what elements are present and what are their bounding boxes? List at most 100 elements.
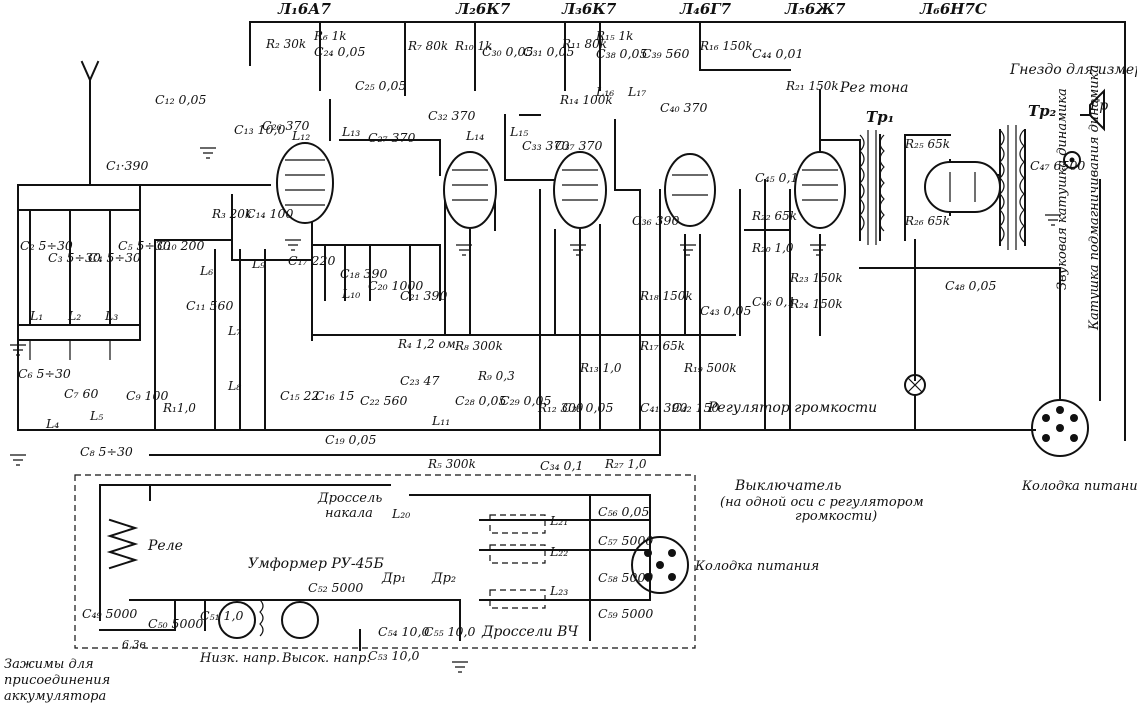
voice-coil-label: Звуковая катушка динамика: [1055, 88, 1070, 290]
transformer-labels: Тр₁ Тр₂: [866, 102, 1057, 126]
resistor-label: R₁₀ 1k: [454, 39, 492, 53]
capacitor-label: C₅₄ 10,0: [378, 624, 429, 639]
dr1-label: Др₁: [381, 571, 406, 586]
capacitor-label: C₃₃ 370: [522, 138, 569, 153]
dr2-label: Др₂: [431, 571, 456, 586]
capacitor-label: C₃₆ 390: [632, 213, 679, 228]
transformers: [859, 125, 1025, 250]
tube-l1: [276, 142, 334, 224]
tube-labels: Л₁6А7 Л₂6К7 Л₃6К7 Л₄6Г7 Л₅6Ж7 Л₆6Н7С: [277, 0, 987, 18]
inductor-label: L₁₀: [341, 286, 360, 301]
inductor-label: L₆: [199, 263, 213, 278]
capacitor-label: C₄₅ 0,1: [755, 170, 798, 185]
resistor-label: R₁₃ 1,0: [579, 361, 622, 375]
capacitor-label: C₅₇ 5000: [598, 533, 653, 548]
capacitor-labels: C₁·390 C₂ 5÷30 C₃ 5÷30 C₄ 5÷30 C₅ 5÷30 C…: [18, 44, 1085, 663]
tube-l2: [443, 151, 497, 229]
capacitor-label: C₁₆ 15: [315, 388, 355, 403]
capacitor-label: C₄₄ 0,01: [752, 46, 803, 61]
transformer-label-tr1: Тр₁: [866, 108, 894, 126]
tubes: [276, 142, 1001, 229]
capacitor-label: C₂₂ 560: [360, 393, 407, 408]
capacitor-label: C₉ 100: [126, 388, 168, 403]
relay-icon: [106, 518, 139, 570]
capacitor-label: C₂ 5÷30: [20, 238, 73, 253]
battery-label-3: аккумулятора: [4, 689, 106, 704]
inductor-label: L₈: [227, 378, 241, 393]
power-socket-main-icon: [1031, 399, 1089, 457]
capacitor-label: C₅₉ 5000: [598, 606, 653, 621]
antenna-icon: [80, 60, 100, 186]
resistor-label: R₁₅ 1k: [595, 29, 633, 43]
inductor-label: L₅: [89, 408, 103, 423]
inductor-label: L₃: [104, 308, 118, 323]
resistor-label: R₂₇ 1,0: [604, 457, 647, 471]
ground-symbols: [10, 147, 1061, 673]
vibrator-label: Умформер РУ-45Б: [248, 556, 384, 572]
capacitor-label: C₂₈ 0,05: [455, 393, 506, 408]
resistor-label: R₂₆ 65k: [904, 214, 950, 228]
capacitor-label: C₄₃ 0,05: [700, 303, 751, 318]
resistor-label: R₅ 300k: [427, 457, 476, 471]
capacitor-label: C₅₂ 5000: [308, 580, 363, 595]
vibrator-icon: [218, 599, 319, 639]
capacitor-label: C₂₇ 370: [368, 130, 415, 145]
capacitor-label: C₃ 5÷30: [48, 250, 101, 265]
resistor-label: R₂₂ 65k: [751, 209, 797, 223]
inductor-label: L₁₂: [291, 128, 310, 143]
resistor-label: R₉ 0,3: [477, 369, 515, 383]
resistor-label: R₁₇ 65k: [639, 339, 685, 353]
capacitor-label: C₂₀ 1000: [368, 278, 423, 293]
inductor-label: L₁₃: [341, 124, 360, 139]
filament-choke-label-1: Дроссель: [317, 491, 382, 506]
volume-control-label: Регулятор громкости: [707, 400, 877, 416]
capacitor-label: C₅₈ 5000: [598, 570, 653, 585]
switch-label-2: (на одной оси с регулятором: [720, 495, 924, 510]
inductor-label: L₇: [227, 323, 241, 338]
power-socket-top-label: Колодка питания: [1021, 479, 1137, 494]
low-voltage-label: Низк. напр.: [199, 651, 280, 666]
capacitor-label: C₄₈ 0,05: [945, 278, 996, 293]
resistor-label: R₂ 30k: [265, 37, 306, 51]
capacitor-label: C₃₂ 370: [428, 108, 475, 123]
capacitor-label: C₁·390: [106, 158, 148, 173]
capacitor-label: C₃₅ 0,05: [562, 400, 613, 415]
annotations: Рег тона Гнездо для измерений Гр Звукова…: [4, 62, 1137, 704]
capacitor-label: C₅₅ 10,0: [424, 624, 475, 639]
inductor-label: L₁₁: [431, 413, 450, 428]
capacitor-label: C₂₄ 0,05: [314, 44, 365, 59]
rf-chokes-icon: [489, 514, 546, 609]
measurement-jack-icon: [1063, 151, 1081, 169]
power-socket-supply-icon: [631, 536, 689, 594]
resistor-label: R₆ 1k: [313, 29, 347, 43]
inductor-label: L₂₁: [549, 513, 568, 528]
inductor-label: L₁₇: [627, 84, 646, 99]
resistor-labels: R₁1,0 R₂ 30k R₃ 20k R₄ 1,2 ом R₅ 300k R₆…: [162, 29, 950, 471]
capacitor-label: C₅ 5÷30: [118, 238, 171, 253]
resistor-label: R₂₅ 65k: [904, 137, 950, 151]
inductor-label: L₂: [67, 308, 81, 323]
tube-label-l5: Л₅6Ж7: [784, 0, 846, 18]
resistor-label: R₁₂ 300: [537, 401, 584, 415]
capacitor-label: C₅₁ 1,0: [200, 608, 243, 623]
tube-l6: [924, 161, 1001, 213]
speaker-icon: [1080, 88, 1105, 132]
transformer-tr2: [999, 125, 1025, 250]
capacitor-label: C₁₅ 22: [280, 388, 320, 403]
capacitor-label: C₁₀ 200: [157, 238, 204, 253]
tube-label-l2: Л₂6К7: [455, 0, 511, 18]
capacitor-label: C₁₈ 390: [340, 266, 387, 281]
inductor-label: L₁₆: [595, 84, 614, 99]
resistor-label: R₂₀ 1,0: [751, 241, 794, 255]
capacitor-label: C₂₁ 390: [400, 288, 447, 303]
tube-label-l1: Л₁6А7: [277, 0, 331, 18]
tube-label-l3: Л₃6К7: [561, 0, 617, 18]
capacitor-label: C₂₆ 370: [262, 118, 309, 133]
capacitor-label: C₃₀ 0,05: [482, 44, 533, 59]
inductor-label: L₂₃: [549, 583, 568, 598]
resistor-label: R₂₄ 150k: [789, 297, 843, 311]
wiring: [17, 21, 1126, 651]
switch-label-3: громкости): [795, 509, 877, 524]
switch-label-1: Выключатель: [734, 478, 841, 494]
measure-jack-label: Гнездо для измерений: [1009, 62, 1137, 78]
